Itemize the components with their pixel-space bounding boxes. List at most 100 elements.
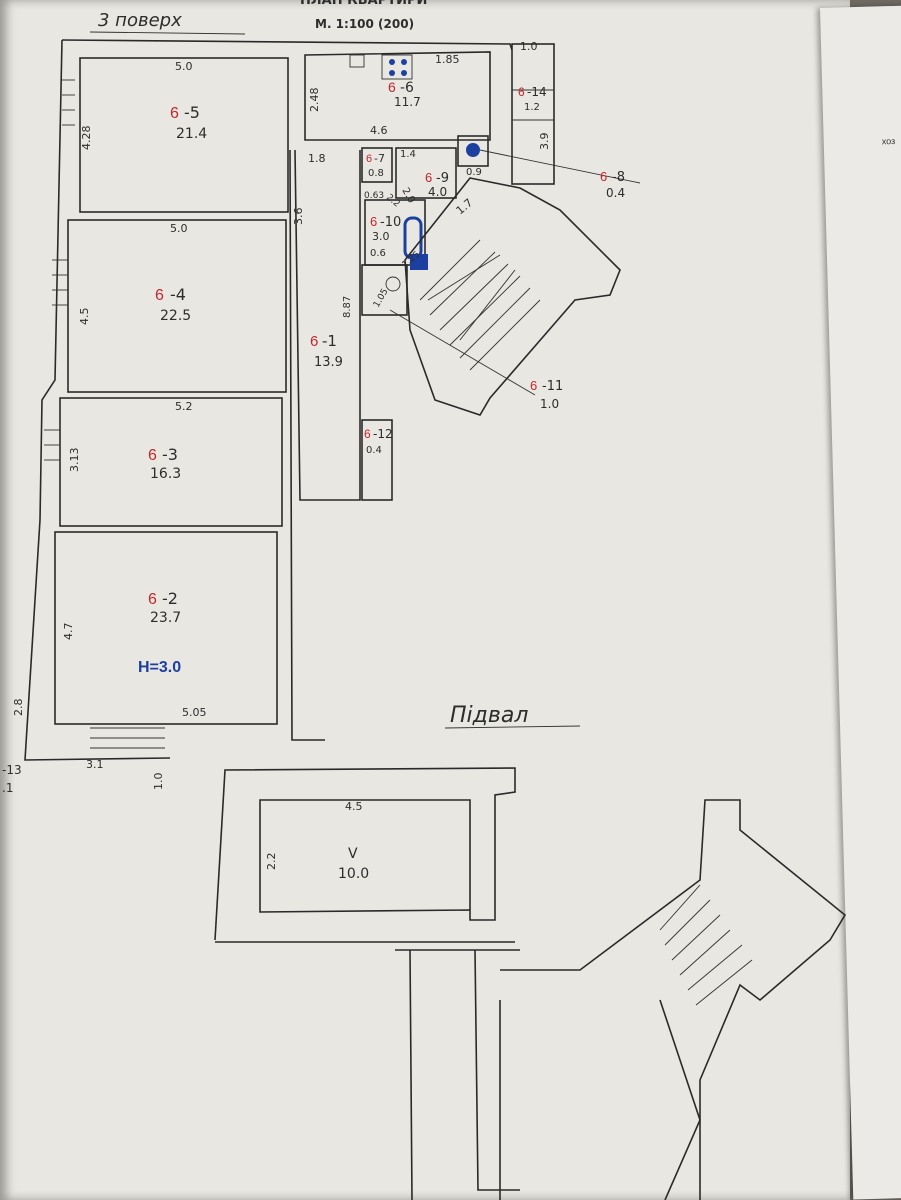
svg-text:5.0: 5.0 bbox=[175, 60, 193, 73]
svg-text:-2: -2 bbox=[162, 589, 178, 608]
svg-text:6: 6 bbox=[366, 153, 372, 165]
svg-text:8.87: 8.87 bbox=[342, 296, 353, 318]
svg-text:0.9: 0.9 bbox=[466, 167, 482, 178]
svg-text:.1: .1 bbox=[2, 781, 13, 795]
svg-text:3.0: 3.0 bbox=[372, 230, 390, 243]
svg-text:4.6: 4.6 bbox=[370, 124, 388, 137]
svg-text:6: 6 bbox=[388, 79, 396, 95]
svg-text:-13: -13 bbox=[2, 763, 22, 777]
toilet-icon bbox=[385, 276, 401, 292]
room-6-12-outline bbox=[361, 419, 393, 501]
room-6-14-label: 6 -14 1.2 bbox=[518, 85, 547, 113]
room-6-14-outline bbox=[511, 43, 555, 185]
svg-text:6: 6 bbox=[310, 333, 318, 350]
room-6-8-outline bbox=[457, 135, 489, 167]
stair-treads bbox=[419, 239, 541, 371]
basement-label-underline bbox=[444, 725, 581, 729]
room-6-6-outline bbox=[304, 51, 491, 141]
svg-text:2.2: 2.2 bbox=[384, 193, 401, 210]
svg-text:6: 6 bbox=[364, 427, 371, 441]
svg-text:-9: -9 bbox=[436, 171, 449, 186]
svg-text:6: 6 bbox=[425, 170, 432, 185]
room-6-6-label: 6 -6 11.7 bbox=[388, 79, 421, 109]
svg-text:4.28: 4.28 bbox=[80, 126, 93, 151]
svg-text:23.7: 23.7 bbox=[150, 610, 181, 626]
svg-text:1.05: 1.05 bbox=[372, 287, 391, 309]
svg-text:6: 6 bbox=[148, 591, 157, 608]
svg-text:4.5: 4.5 bbox=[345, 800, 363, 813]
svg-text:6: 6 bbox=[148, 447, 157, 464]
svg-text:V: V bbox=[348, 846, 358, 862]
room-6-2-outline bbox=[54, 531, 278, 725]
svg-text:6: 6 bbox=[370, 214, 377, 229]
svg-text:-5: -5 bbox=[184, 103, 200, 122]
svg-text:1.0: 1.0 bbox=[520, 40, 538, 53]
svg-text:0.8: 0.8 bbox=[368, 168, 384, 179]
svg-text:2.48: 2.48 bbox=[308, 88, 321, 113]
room-6-11-label: 6 -11 1.0 bbox=[530, 378, 563, 411]
svg-text:6: 6 bbox=[600, 169, 607, 184]
svg-text:10.0: 10.0 bbox=[338, 866, 369, 882]
svg-text:5.05: 5.05 bbox=[182, 706, 207, 719]
svg-text:6: 6 bbox=[530, 378, 537, 393]
basement-stair-treads bbox=[659, 884, 753, 1006]
svg-text:0.4: 0.4 bbox=[606, 186, 625, 200]
svg-text:11.7: 11.7 bbox=[394, 95, 421, 109]
svg-text:16.3: 16.3 bbox=[150, 466, 181, 482]
room-6-4-label: 6 -4 22.5 bbox=[155, 285, 191, 324]
room-6-5-outline bbox=[79, 57, 289, 213]
basement-label: Підвал bbox=[450, 703, 528, 728]
svg-text:3.6: 3.6 bbox=[292, 208, 305, 226]
apartment-walls bbox=[24, 39, 641, 761]
svg-text:4.7: 4.7 bbox=[62, 623, 75, 641]
svg-text:13.9: 13.9 bbox=[314, 355, 343, 370]
svg-text:3.9: 3.9 bbox=[538, 133, 551, 151]
floor-label-underline bbox=[89, 31, 246, 35]
svg-text:3.1: 3.1 bbox=[86, 758, 104, 771]
svg-text:-8: -8 bbox=[612, 170, 625, 185]
svg-text:21.4: 21.4 bbox=[176, 126, 207, 142]
svg-text:6: 6 bbox=[518, 85, 525, 99]
svg-text:5.0: 5.0 bbox=[170, 222, 188, 235]
plan-scale: М. 1:100 (200) bbox=[315, 17, 414, 31]
svg-text:-11: -11 bbox=[542, 379, 563, 394]
room-6-1-label: 6 -1 13.9 bbox=[310, 332, 343, 370]
svg-text:4.0: 4.0 bbox=[428, 185, 447, 199]
svg-text:-14: -14 bbox=[527, 85, 547, 99]
svg-text:22.5: 22.5 bbox=[160, 308, 191, 324]
ceiling-height-note: H=3.0 bbox=[138, 659, 181, 676]
boiler-icon bbox=[466, 143, 480, 157]
svg-text:1.85: 1.85 bbox=[435, 53, 460, 66]
svg-text:1.4: 1.4 bbox=[400, 149, 416, 160]
dimension-labels: 5.0 4.28 5.0 4.5 5.2 3.13 4.7 5.05 2.8 3… bbox=[2, 40, 551, 870]
room-6-8-label: 6 -8 0.4 bbox=[600, 169, 625, 200]
room-6-12-label: 6 -12 0.4 bbox=[364, 427, 393, 456]
svg-text:1.7: 1.7 bbox=[454, 196, 476, 217]
room-6-7-outline bbox=[361, 147, 393, 183]
room-labels: 6 -5 21.4 6 -4 22.5 6 -3 16.3 6 -2 23.7 … bbox=[138, 79, 625, 676]
room-6-9-label: 6 -9 4.0 bbox=[425, 170, 449, 199]
svg-text:6: 6 bbox=[170, 105, 179, 122]
svg-text:0.4: 0.4 bbox=[366, 445, 382, 456]
room-6-4-outline bbox=[67, 219, 287, 393]
sink-icon bbox=[410, 254, 428, 270]
svg-text:-4: -4 bbox=[170, 285, 186, 304]
svg-text:-6: -6 bbox=[400, 80, 414, 96]
room-6-9-outline bbox=[395, 147, 457, 199]
svg-text:0.6: 0.6 bbox=[370, 248, 386, 259]
room-6-10-label: 6 -10 3.0 bbox=[370, 214, 401, 243]
svg-text:3.13: 3.13 bbox=[68, 448, 81, 473]
window-marks bbox=[44, 79, 165, 749]
basement-room-v-label: V 10.0 bbox=[338, 846, 369, 882]
svg-text:1.8: 1.8 bbox=[308, 152, 326, 165]
svg-text:5.2: 5.2 bbox=[175, 400, 193, 413]
svg-text:-1: -1 bbox=[322, 332, 337, 350]
svg-text:6: 6 bbox=[155, 287, 164, 304]
svg-text:-12: -12 bbox=[373, 427, 393, 441]
floor-label: 3 поверх bbox=[98, 10, 182, 31]
svg-text:2.2: 2.2 bbox=[265, 853, 278, 871]
svg-text:1.0: 1.0 bbox=[152, 773, 165, 791]
svg-text:2.8: 2.8 bbox=[12, 699, 25, 717]
svg-text:-3: -3 bbox=[162, 445, 178, 464]
